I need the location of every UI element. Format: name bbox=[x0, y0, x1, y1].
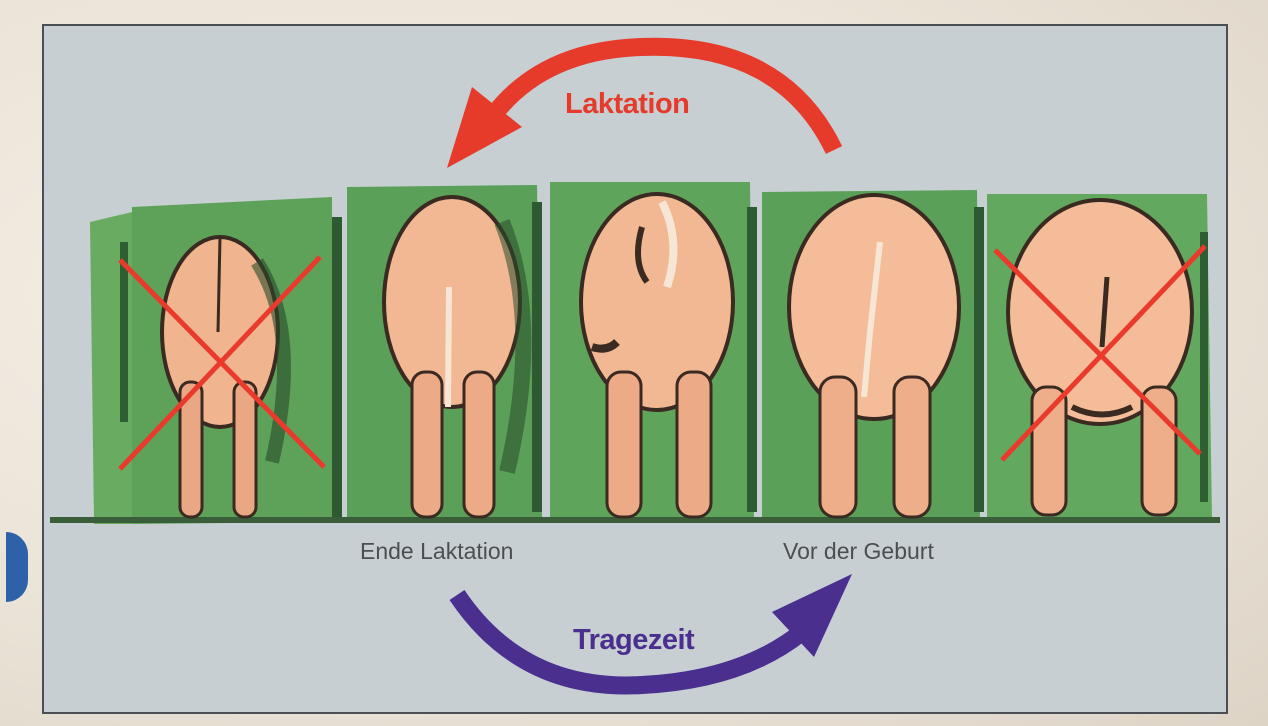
end-lactation-label: Ende Laktation bbox=[360, 538, 513, 565]
diagram-panel bbox=[42, 24, 1228, 714]
laktation-label: Laktation bbox=[565, 88, 689, 121]
before-birth-label: Vor der Geburt bbox=[783, 538, 934, 565]
page-edge-tab bbox=[6, 532, 28, 602]
tragezeit-label: Tragezeit bbox=[573, 624, 694, 657]
body-condition-illustration bbox=[44, 26, 1226, 712]
